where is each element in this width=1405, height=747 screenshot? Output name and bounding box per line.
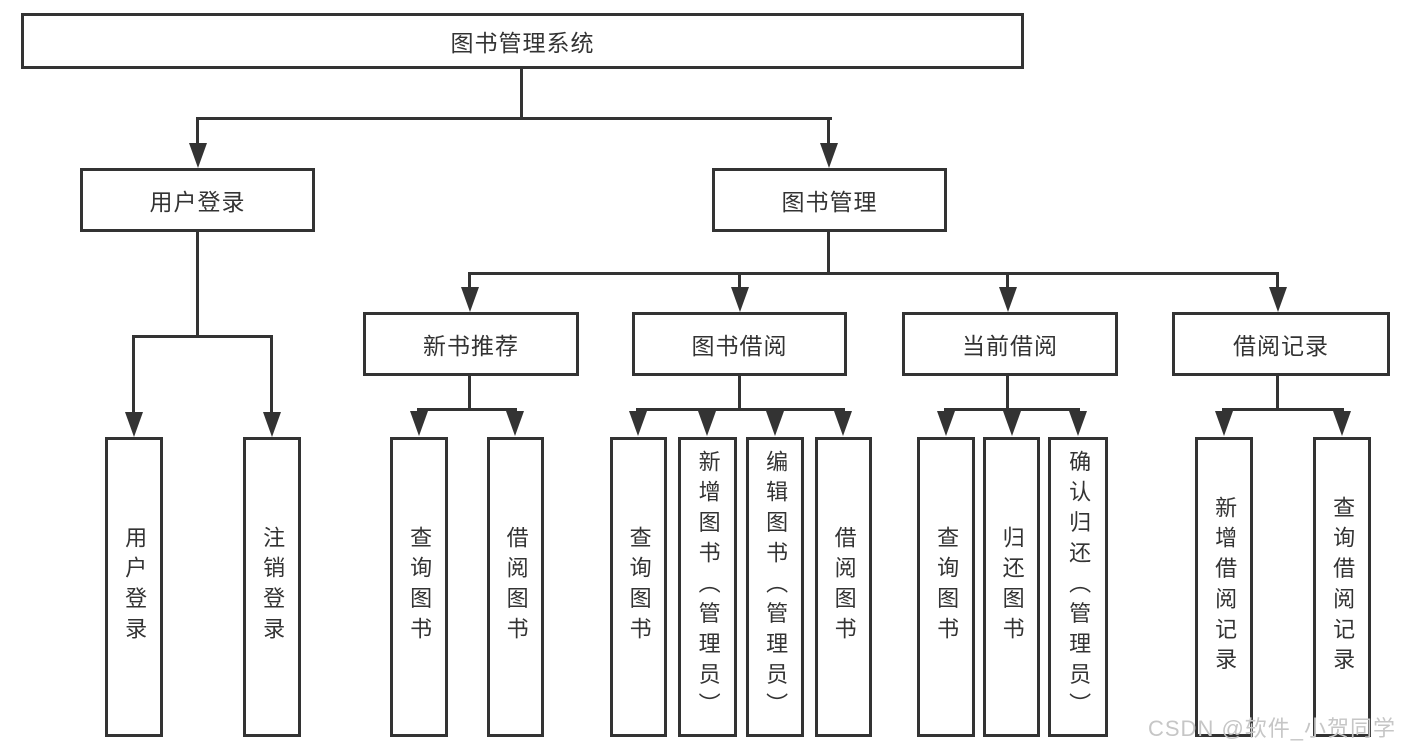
leaf-borrow-books-recommend: 借阅图书 bbox=[487, 437, 544, 737]
leaf-return-books: 归还图书 bbox=[983, 437, 1040, 737]
arrow-down-icon bbox=[506, 411, 524, 436]
arrow-down-icon bbox=[1269, 287, 1287, 312]
leaf-borrow-books-borrowing: 借阅图书 bbox=[815, 437, 872, 737]
arrow-down-icon bbox=[937, 411, 955, 436]
connector-line bbox=[270, 335, 273, 414]
arrow-down-icon bbox=[834, 411, 852, 436]
arrow-down-icon bbox=[766, 411, 784, 436]
connector-line bbox=[827, 117, 830, 145]
arrow-down-icon bbox=[1069, 411, 1087, 436]
connector-line bbox=[196, 232, 199, 337]
arrow-down-icon bbox=[189, 143, 207, 168]
leaf-add-books-admin: 新增图书（管理员） bbox=[678, 437, 737, 737]
csdn-watermark: CSDN @软件_小贺同学 bbox=[1148, 716, 1397, 741]
arrow-down-icon bbox=[629, 411, 647, 436]
leaf-logout: 注销登录 bbox=[243, 437, 301, 737]
leaf-add-borrow-record: 新增借阅记录 bbox=[1195, 437, 1253, 737]
connector-line bbox=[520, 69, 523, 119]
node-borrowing-records: 借阅记录 bbox=[1172, 312, 1390, 376]
connector-line bbox=[738, 376, 741, 411]
leaf-query-books-current: 查询图书 bbox=[917, 437, 975, 737]
connector-line bbox=[636, 408, 845, 411]
leaf-query-borrow-record: 查询借阅记录 bbox=[1313, 437, 1371, 737]
connector-line bbox=[827, 232, 830, 275]
connector-line bbox=[196, 117, 199, 145]
arrow-down-icon bbox=[1333, 411, 1351, 436]
connector-line bbox=[738, 272, 741, 288]
leaf-user-login: 用户登录 bbox=[105, 437, 163, 737]
connector-line bbox=[1006, 376, 1009, 411]
arrow-down-icon bbox=[1215, 411, 1233, 436]
node-new-book-recommendation: 新书推荐 bbox=[363, 312, 579, 376]
arrow-down-icon bbox=[263, 412, 281, 437]
node-library-management-system: 图书管理系统 bbox=[21, 13, 1024, 69]
arrow-down-icon bbox=[125, 412, 143, 437]
arrow-down-icon bbox=[1003, 411, 1021, 436]
node-user-login: 用户登录 bbox=[80, 168, 315, 232]
connector-line bbox=[417, 408, 517, 411]
arrow-down-icon bbox=[461, 287, 479, 312]
arrow-down-icon bbox=[999, 287, 1017, 312]
connector-line bbox=[132, 335, 135, 414]
leaf-edit-books-admin: 编辑图书（管理员） bbox=[746, 437, 804, 737]
node-book-management: 图书管理 bbox=[712, 168, 947, 232]
leaf-query-books-recommend: 查询图书 bbox=[390, 437, 448, 737]
connector-line bbox=[468, 272, 471, 288]
node-current-borrowing: 当前借阅 bbox=[902, 312, 1118, 376]
connector-line bbox=[944, 408, 1080, 411]
connector-line bbox=[468, 272, 1279, 275]
connector-line bbox=[468, 376, 471, 411]
arrow-down-icon bbox=[698, 411, 716, 436]
connector-line bbox=[1222, 408, 1344, 411]
connector-line bbox=[1006, 272, 1009, 288]
connector-line bbox=[196, 117, 832, 120]
connector-line bbox=[132, 335, 273, 338]
node-book-borrowing: 图书借阅 bbox=[632, 312, 847, 376]
leaf-query-books-borrowing: 查询图书 bbox=[610, 437, 667, 737]
leaf-confirm-return-admin: 确认归还（管理员） bbox=[1048, 437, 1108, 737]
arrow-down-icon bbox=[820, 143, 838, 168]
arrow-down-icon bbox=[731, 287, 749, 312]
connector-line bbox=[1276, 272, 1279, 288]
arrow-down-icon bbox=[410, 411, 428, 436]
connector-line bbox=[1276, 376, 1279, 411]
